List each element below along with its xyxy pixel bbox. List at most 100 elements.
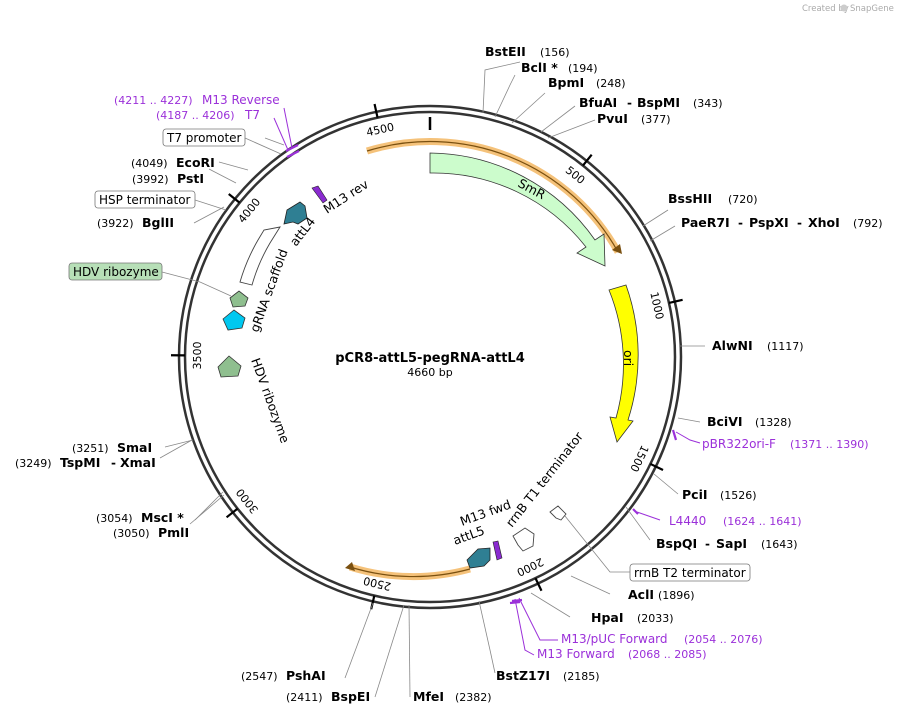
cyan-feature-arrow — [222, 309, 246, 331]
enzyme-bspqi-pos: (1643) — [761, 538, 798, 551]
enzyme-tspmi: TspMI — [60, 455, 100, 470]
enzyme-bcivi: BciVI — [707, 414, 743, 429]
tick-label-3000: 3000 — [234, 486, 262, 516]
enzyme-xmai: XmaI — [120, 455, 156, 470]
enzyme-smai-pos: (3251) — [72, 442, 109, 455]
attl5-label: attL5 — [451, 523, 487, 548]
primer-pbr322-pos: (1371 .. 1390) — [790, 438, 869, 451]
enzyme-bcli: BclI * — [521, 60, 558, 75]
m13-fwd-arrow — [492, 540, 503, 561]
enzyme-psti: PstI — [177, 171, 204, 186]
enzyme-msci: MscI * — [141, 510, 184, 525]
boxed-label-leaders — [161, 137, 630, 573]
enzyme-hpai: HpaI — [591, 610, 624, 625]
bottom-features — [466, 505, 567, 569]
primer-m13puc: M13/pUC Forward — [561, 632, 668, 646]
enzyme-acli-pos: (1896) — [658, 589, 695, 602]
enzyme-pshai-pos: (2547) — [241, 670, 278, 683]
rrnb-t1-label: rrnB T1 terminator — [503, 428, 587, 530]
enzyme-bfuai-sep: - — [627, 96, 632, 110]
tick-mark-2000 — [534, 577, 543, 592]
label-rrnb-t2-terminator: rrnB T2 terminator — [634, 566, 746, 580]
enzyme-pcii-pos: (1526) — [720, 489, 757, 502]
tick-mark-4500 — [373, 103, 379, 118]
enzyme-bstz17i-pos: (2185) — [563, 670, 600, 683]
enzyme-pvui-pos: (377) — [641, 113, 671, 126]
primer-l4440: L4440 — [669, 514, 706, 528]
primer-m13rev: M13 Reverse — [202, 93, 280, 107]
tick-label-4000: 4000 — [235, 196, 263, 226]
enzyme-alwni-pos: (1117) — [767, 340, 804, 353]
m13-fwd-label: M13 fwd — [458, 497, 513, 529]
enzyme-tspmi-pos: (3249) — [15, 457, 52, 470]
enzyme-acli: AclI — [628, 587, 654, 602]
enzyme-labels: BstEII (156) BclI * (194) BpmI (248) Bfu… — [15, 44, 883, 704]
attl4-feature — [283, 201, 308, 225]
enzyme-paer7i-sep: - — [738, 216, 743, 230]
plasmid-backbone — [177, 104, 683, 610]
smr-feature — [429, 152, 606, 267]
primer-leader-lines — [273, 107, 701, 656]
primer-m13fwd: M13 Forward — [537, 647, 615, 661]
enzyme-bglii: BglII — [142, 215, 174, 230]
plasmid-name: pCR8-attL5-pegRNA-attL4 — [335, 351, 525, 366]
tick-mark-1000 — [668, 298, 683, 305]
enzyme-bsshii: BssHII — [668, 191, 712, 206]
enzyme-bspqi-sep: - — [705, 537, 710, 551]
enzyme-bspei-pos: (2411) — [286, 691, 323, 704]
enzyme-bstz17i: BstZ17I — [496, 668, 550, 683]
primer-marks — [285, 144, 678, 605]
attl5-feature — [466, 547, 491, 569]
enzyme-pvui: PvuI — [597, 111, 628, 126]
enzyme-ecori: EcoRI — [176, 155, 215, 170]
enzyme-bsshii-pos: (720) — [728, 193, 758, 206]
enzyme-ecori-pos: (4049) — [131, 157, 168, 170]
enzyme-bpmi: BpmI — [548, 75, 584, 90]
tick-label-1000: 1000 — [647, 291, 666, 321]
enzyme-pmli: PmlI — [158, 525, 189, 540]
plasmid-length: 4660 bp — [407, 366, 452, 379]
enzyme-msci-pos: (3054) — [96, 512, 133, 525]
enzyme-smai: SmaI — [117, 440, 152, 455]
tick-label-3500: 3500 — [191, 341, 204, 369]
grna-scaffold-feature — [239, 226, 281, 286]
enzyme-bcivi-pos: (1328) — [755, 416, 792, 429]
primer-t7: T7 — [244, 108, 260, 122]
hdv-ribozyme-small-feature — [229, 290, 249, 308]
ori-feature — [608, 284, 639, 443]
primer-t7-pos: (4187 .. 4206) — [156, 109, 235, 122]
tick-label-2500: 2500 — [362, 574, 392, 593]
enzyme-bcli-pos: (194) — [568, 62, 598, 75]
label-hsp-terminator: HSP terminator — [99, 193, 191, 207]
enzyme-pcii: PciI — [682, 487, 708, 502]
left-features — [217, 185, 328, 378]
enzyme-leader-lines — [159, 61, 705, 698]
ori-label: ori — [621, 350, 636, 366]
primer-pbr322: pBR322ori-F — [702, 437, 776, 451]
enzyme-bsteii-pos: (156) — [540, 46, 570, 59]
tick-mark-3000 — [225, 507, 239, 519]
hdv-ribozyme-feature — [217, 355, 242, 378]
primer-m13puc-pos: (2054 .. 2076) — [684, 633, 763, 646]
enzyme-alwni: AlwNI — [712, 338, 753, 353]
enzyme-bglii-pos: (3922) — [97, 217, 134, 230]
enzyme-pmli-pos: (3050) — [113, 527, 150, 540]
enzyme-mfei: MfeI — [413, 689, 444, 704]
enzyme-mfei-pos: (2382) — [455, 691, 492, 704]
enzyme-pshai: PshAI — [286, 668, 326, 683]
credit-brand: SnapGene — [850, 4, 894, 14]
tick-mark-1500 — [649, 462, 664, 472]
rrnb-t1-feature — [512, 527, 535, 552]
m13-rev-label: M13 rev — [320, 176, 371, 216]
primer-l4440-pos: (1624 .. 1641) — [723, 515, 802, 528]
enzyme-bspei: BspEI — [331, 689, 370, 704]
enzyme-paer7i: PaeR7I — [681, 215, 730, 230]
enzyme-pspxi: PspXI — [749, 215, 789, 230]
primer-m13rev-pos: (4211 .. 4227) — [114, 94, 193, 107]
enzyme-xhoi: XhoI — [808, 215, 840, 230]
enzyme-bspqi: BspQI — [656, 536, 697, 551]
m13-rev-arrow — [311, 185, 328, 204]
snapgene-logo-icon — [840, 4, 848, 12]
rrnb-t2-feature — [549, 505, 567, 521]
